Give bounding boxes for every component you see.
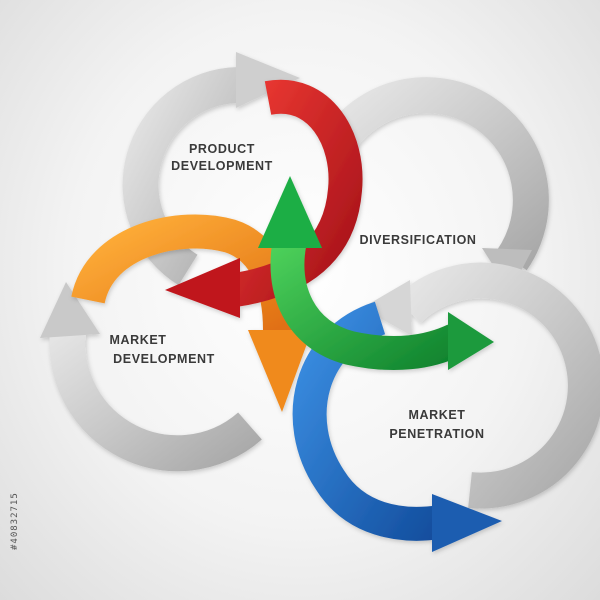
- red-arrow: [165, 79, 363, 318]
- product-development-label-line2: DEVELOPMENT: [171, 159, 273, 173]
- arrowhead-icon: [362, 280, 412, 336]
- diversification-ring: [325, 77, 549, 292]
- market-development-label-line1: MARKET: [109, 333, 166, 347]
- arrowhead-icon: [432, 494, 502, 552]
- diagram-labels: PRODUCT DEVELOPMENT DIVERSIFICATION MARK…: [109, 142, 484, 441]
- market-development-ring: [40, 282, 262, 472]
- gray-cycle-rings: [40, 52, 600, 509]
- market-penetration-ring: [362, 262, 600, 509]
- arrowhead-icon: [448, 312, 494, 370]
- arrowhead-icon: [258, 176, 322, 248]
- green-arrow: [258, 176, 494, 371]
- arrowhead-icon: [40, 282, 100, 338]
- arrowhead-icon: [165, 258, 240, 318]
- image-id-watermark: #40832715: [10, 492, 20, 550]
- diversification-label: DIVERSIFICATION: [359, 233, 476, 247]
- market-penetration-label-line1: MARKET: [408, 408, 465, 422]
- arrowhead-icon: [248, 330, 312, 412]
- market-development-label-line2: DEVELOPMENT: [113, 352, 215, 366]
- market-penetration-label-line2: PENETRATION: [389, 427, 484, 441]
- arrowhead-icon: [236, 52, 300, 108]
- product-development-label-line1: PRODUCT: [189, 142, 255, 156]
- colored-arrows: [71, 79, 502, 552]
